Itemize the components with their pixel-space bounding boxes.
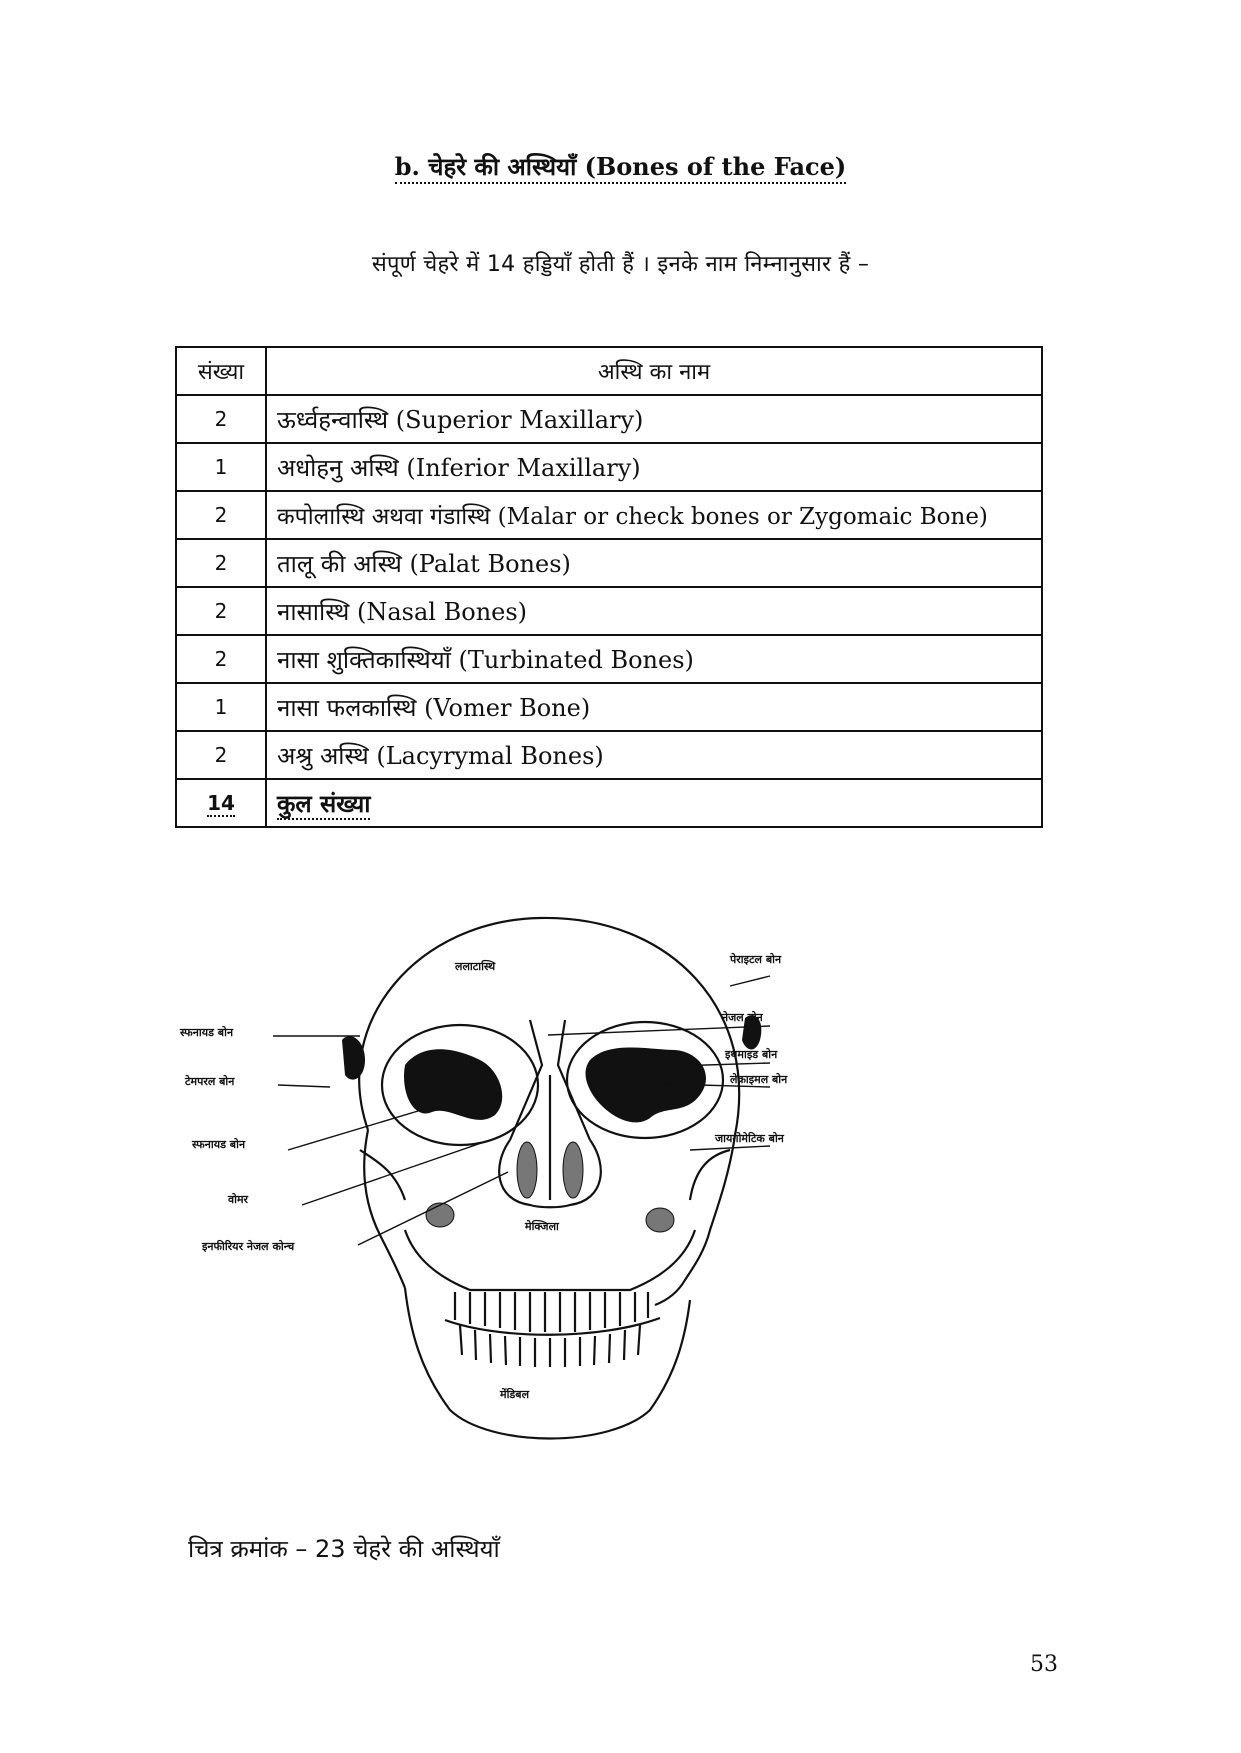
table-row: 2 नासा शुक्तिकास्थियाँ (Turbinated Bones… bbox=[175, 634, 1043, 684]
figure-caption: चित्र क्रमांक – 23 चेहरे की अस्थियाँ bbox=[188, 1535, 500, 1563]
total-count: 14 bbox=[175, 778, 267, 828]
lower-teeth bbox=[458, 1324, 642, 1367]
leader-concha bbox=[357, 1171, 509, 1246]
left-orbit bbox=[380, 1023, 540, 1147]
label-nasal: नेजल बोन bbox=[721, 1010, 764, 1024]
left-orbit-shadow bbox=[404, 1049, 503, 1120]
label-parietal: पेराइटल बोन bbox=[729, 952, 782, 966]
row-bone-name: नासा शुक्तिकास्थियाँ (Turbinated Bones) bbox=[265, 634, 1043, 684]
right-orbit bbox=[565, 1020, 725, 1140]
label-sphenoid-lower: स्फनायड बोन bbox=[191, 1137, 246, 1151]
row-count: 1 bbox=[175, 682, 267, 732]
row-bone-name: नासास्थि (Nasal Bones) bbox=[265, 586, 1043, 636]
bones-table: संख्या अस्थि का नाम 2 ऊर्ध्वहन्वास्थि (S… bbox=[175, 346, 1043, 828]
table-header-row: संख्या अस्थि का नाम bbox=[175, 346, 1043, 396]
label-maxilla: मेक्जिला bbox=[524, 1219, 560, 1233]
row-count: 2 bbox=[175, 394, 267, 444]
row-count: 2 bbox=[175, 586, 267, 636]
header-count: संख्या bbox=[175, 346, 267, 396]
label-frontal: ललाटास्थि bbox=[454, 959, 496, 973]
left-maxillary-shade bbox=[425, 1202, 455, 1228]
total-label: कुल संख्या bbox=[265, 778, 1043, 828]
table-row: 2 ऊर्ध्वहन्वास्थि (Superior Maxillary) bbox=[175, 394, 1043, 444]
row-bone-name: अधोहनु अस्थि (Inferior Maxillary) bbox=[265, 442, 1043, 492]
left-concha bbox=[516, 1141, 538, 1199]
leader-sphenoid-lower bbox=[287, 1107, 429, 1151]
leader-parietal bbox=[729, 975, 771, 987]
bite-line bbox=[444, 1316, 661, 1336]
skull-figure: ललाटास्थि पेराइटल बोन नेजल बोन इथमाइड बो… bbox=[170, 900, 930, 1480]
row-bone-name: अश्रु अस्थि (Lacyrymal Bones) bbox=[265, 730, 1043, 780]
row-count: 2 bbox=[175, 538, 267, 588]
total-count-text: 14 bbox=[207, 791, 235, 817]
label-vomer: वोमर bbox=[227, 1192, 249, 1206]
row-count: 2 bbox=[175, 634, 267, 684]
cranium-outline bbox=[358, 916, 741, 1307]
table-row: 1 नासा फलकास्थि (Vomer Bone) bbox=[175, 682, 1043, 732]
mandible-outline bbox=[403, 1287, 692, 1440]
right-concha bbox=[562, 1141, 584, 1199]
total-label-text: कुल संख्या bbox=[277, 788, 371, 820]
label-sphenoid-upper: स्फनायड बोन bbox=[179, 1025, 234, 1039]
cranium-left-side bbox=[363, 1129, 407, 1289]
label-inferior-nasal-concha: इनफीरियर नेजल कोन्च bbox=[201, 1239, 295, 1253]
table-row: 2 कपोलास्थि अथवा गंडास्थि (Malar or chec… bbox=[175, 490, 1043, 540]
skull-illustration: ललाटास्थि पेराइटल बोन नेजल बोन इथमाइड बो… bbox=[179, 916, 788, 1440]
maxilla-outline bbox=[403, 1229, 697, 1292]
row-count: 1 bbox=[175, 442, 267, 492]
leader-nasal bbox=[547, 1025, 771, 1036]
section-heading-text: b. चेहरे की अस्थियाँ (Bones of the Face) bbox=[394, 152, 847, 184]
leader-temporal bbox=[277, 1084, 331, 1088]
left-temple-shadow bbox=[342, 1036, 365, 1080]
row-bone-name: ऊर्ध्वहन्वास्थि (Superior Maxillary) bbox=[265, 394, 1043, 444]
row-bone-name: तालू की अस्थि (Palat Bones) bbox=[265, 538, 1043, 588]
label-ethmoid: इथमाइड बोन bbox=[724, 1047, 778, 1061]
row-count: 2 bbox=[175, 490, 267, 540]
leader-ethmoid bbox=[674, 1062, 771, 1067]
leader-vomer bbox=[301, 1139, 491, 1206]
row-bone-name: कपोलास्थि अथवा गंडास्थि (Malar or check … bbox=[265, 490, 1043, 540]
table-total-row: 14 कुल संख्या bbox=[175, 778, 1043, 828]
row-count: 2 bbox=[175, 730, 267, 780]
row-bone-name: नासा फलकास्थि (Vomer Bone) bbox=[265, 682, 1043, 732]
table-row: 1 अधोहनु अस्थि (Inferior Maxillary) bbox=[175, 442, 1043, 492]
zygomatic-right bbox=[688, 1148, 731, 1201]
right-maxillary-shade bbox=[645, 1207, 675, 1233]
label-zygomatic: जायगोमेटिक बोन bbox=[714, 1131, 785, 1145]
section-heading: b. चेहरे की अस्थियाँ (Bones of the Face) bbox=[0, 150, 1241, 184]
table-row: 2 तालू की अस्थि (Palat Bones) bbox=[175, 538, 1043, 588]
label-temporal: टेमपरल बोन bbox=[184, 1074, 235, 1088]
page-number: 53 bbox=[1030, 1652, 1058, 1677]
leader-lacrimal bbox=[664, 1083, 771, 1088]
label-lacrimal: लेक्राइमल बोन bbox=[729, 1072, 788, 1086]
upper-teeth bbox=[453, 1292, 650, 1332]
header-bone-name: अस्थि का नाम bbox=[265, 346, 1043, 396]
label-mandible: मेंडिबल bbox=[499, 1387, 530, 1401]
zygomatic-left bbox=[359, 1149, 407, 1201]
table-row: 2 नासास्थि (Nasal Bones) bbox=[175, 586, 1043, 636]
right-temple-shadow bbox=[742, 1015, 762, 1050]
leader-zygomatic bbox=[689, 1145, 771, 1151]
table-row: 2 अश्रु अस्थि (Lacyrymal Bones) bbox=[175, 730, 1043, 780]
intro-text: संपूर्ण चेहरे में 14 हड्डियाँ होती हैं ।… bbox=[371, 252, 870, 277]
